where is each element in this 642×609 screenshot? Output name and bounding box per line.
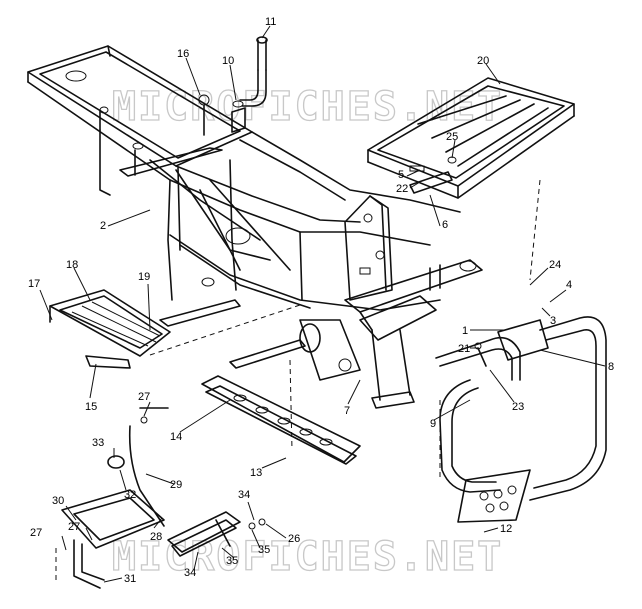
callout-27-mid: 27	[68, 521, 80, 533]
main-frame	[27, 45, 483, 451]
callout-32: 32	[124, 489, 136, 501]
callout-14: 14	[170, 431, 182, 443]
callout-19: 19	[138, 271, 150, 283]
callout-34-upper: 34	[238, 489, 250, 501]
watermark-bottom: MICROFICHES.NET	[112, 534, 503, 580]
callout-27-upper: 27	[138, 391, 150, 403]
callout-33: 33	[92, 437, 104, 449]
callout-15: 15	[85, 401, 97, 413]
callout-11: 11	[265, 16, 276, 28]
leader-lines	[39, 25, 606, 583]
lower-left-hardware	[55, 407, 266, 589]
callout-8: 8	[608, 361, 614, 373]
callout-10: 10	[222, 55, 234, 67]
callout-27-left: 27	[30, 527, 42, 539]
callout-16: 16	[177, 48, 189, 60]
callout-26: 26	[288, 533, 300, 545]
callout-6: 6	[442, 219, 448, 231]
callout-18: 18	[66, 259, 78, 271]
callout-1: 1	[462, 325, 468, 337]
callout-13: 13	[250, 467, 262, 479]
callout-28: 28	[150, 531, 162, 543]
callout-35-right: 35	[258, 544, 270, 556]
callout-2: 2	[100, 220, 106, 232]
callout-17: 17	[28, 278, 40, 290]
callout-21: 21	[458, 343, 470, 355]
callout-23: 23	[512, 401, 524, 413]
callout-4: 4	[566, 279, 572, 291]
footrest-left	[49, 289, 171, 369]
steering-post-assembly	[198, 36, 268, 136]
callout-29: 29	[170, 479, 182, 491]
callout-labels: 11 10 16 20 25 5 22 6 2 24 4 3 1 8 21 23…	[28, 16, 614, 585]
callout-3: 3	[550, 315, 556, 327]
rear-bumper	[435, 316, 607, 523]
rear-rack	[367, 77, 575, 281]
watermark-top: MICROFICHES.NET	[112, 84, 503, 130]
skid-plate	[201, 375, 361, 465]
callout-7: 7	[344, 405, 350, 417]
callout-9: 9	[430, 418, 436, 430]
callout-12: 12	[500, 523, 512, 535]
callout-20: 20	[477, 55, 489, 67]
callout-35-left: 35	[226, 555, 238, 567]
callout-25: 25	[446, 131, 458, 143]
callout-30: 30	[52, 495, 64, 507]
callout-24: 24	[549, 259, 561, 271]
callout-22: 22	[396, 183, 408, 195]
callout-34-lower: 34	[184, 567, 196, 579]
callout-31: 31	[124, 573, 136, 585]
callout-5: 5	[398, 169, 404, 181]
